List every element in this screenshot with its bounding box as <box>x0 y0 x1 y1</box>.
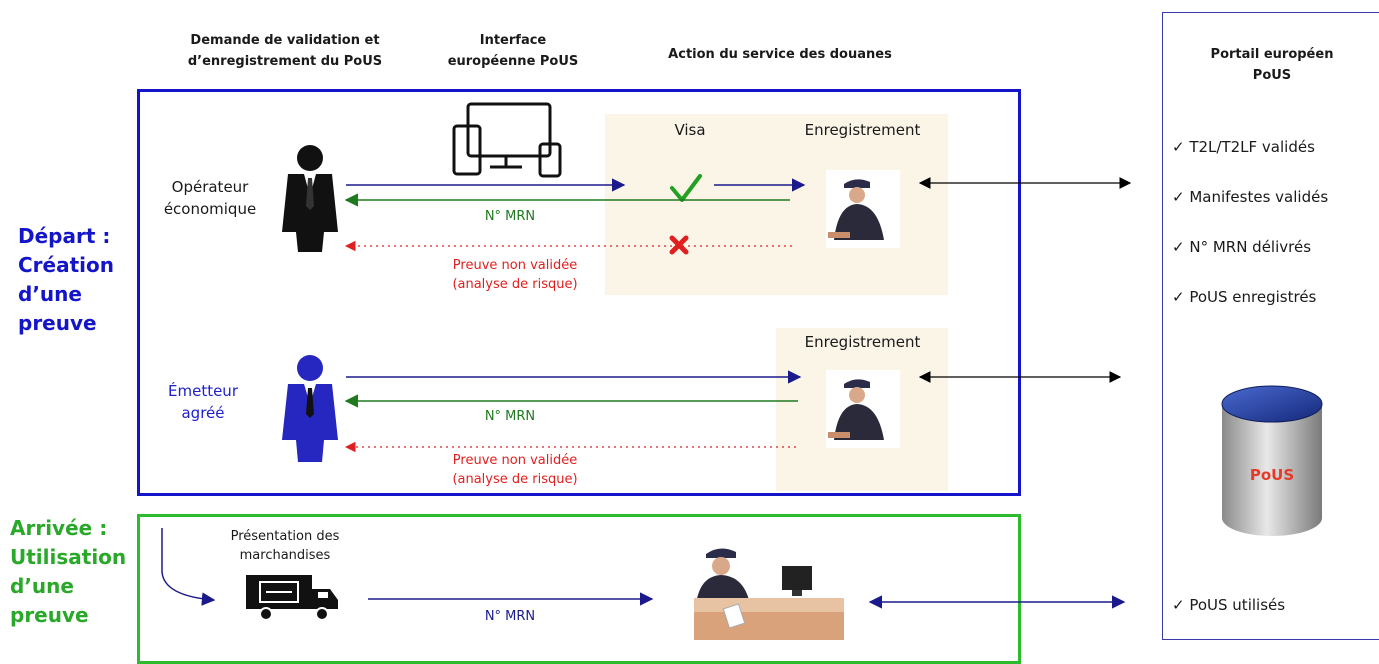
rejet-mid-label: Preuve non validée (analyse de risque) <box>400 451 630 489</box>
mrn-bottom-label: N° MRN <box>484 609 536 624</box>
emetteur-person-icon <box>282 355 338 462</box>
portal-check-t2l: ✓ T2L/T2LF validés <box>1172 138 1315 156</box>
section-arrivee-label: Arrivée : Utilisation d’une preuve <box>10 514 140 630</box>
portal-title-line2: PoUS <box>1252 68 1292 83</box>
arrivee-line2: Utilisation <box>10 545 127 569</box>
rejet-top-label: Preuve non validée (analyse de risque) <box>400 256 630 294</box>
enregistrement-top-label: Enregistrement <box>804 121 921 139</box>
presentation-label: Présentation des marchandises <box>215 527 355 565</box>
rejet-mid-line2: (analyse de risque) <box>452 472 578 487</box>
portal-check-enregistres-label: PoUS enregistrés <box>1189 288 1317 306</box>
database-label: PoUS <box>1249 466 1295 484</box>
portal-check-utilises-label: PoUS utilisés <box>1189 596 1286 614</box>
presentation-line1: Présentation des <box>230 529 340 544</box>
header-demande: Demande de validation et d’enregistremen… <box>150 30 420 72</box>
diagram-graphics <box>161 102 1323 640</box>
arrivee-line4: preuve <box>10 603 89 627</box>
portal-check-mrn: ✓ N° MRN délivrés <box>1172 238 1312 256</box>
header-action-douanes: Action du service des douanes <box>668 47 892 62</box>
depart-frame <box>137 89 1021 496</box>
operateur-line1: Opérateur <box>171 178 249 196</box>
rejet-top-line2: (analyse de risque) <box>452 277 578 292</box>
header-demande-line1: Demande de validation et <box>190 33 380 48</box>
depart-line4: preuve <box>18 311 97 335</box>
rejet-top-line1: Preuve non validée <box>452 258 578 273</box>
portal-check-enregistres: ✓ PoUS enregistrés <box>1172 288 1317 306</box>
operateur-label: Opérateur économique <box>150 176 270 220</box>
header-interface: Interface européenne PoUS <box>428 30 598 72</box>
emetteur-line1: Émetteur <box>168 382 238 400</box>
visa-label: Visa <box>674 121 706 139</box>
portal-title: Portail européen PoUS <box>1162 44 1379 86</box>
devices-icon <box>452 102 562 178</box>
header-interface-line1: Interface <box>479 33 547 48</box>
mrn-mid-label: N° MRN <box>484 409 536 424</box>
arrivee-line1: Arrivée : <box>10 516 108 540</box>
presentation-line2: marchandises <box>239 548 331 563</box>
section-depart-label: Départ : Création d’une preuve <box>18 222 136 338</box>
database-icon <box>1221 385 1323 536</box>
arrivee-line3: d’une <box>10 574 74 598</box>
flow-arrivee-curve-arrow <box>161 528 216 606</box>
operateur-person-icon <box>282 145 338 252</box>
portal-check-manifestes: ✓ Manifestes validés <box>1172 188 1329 206</box>
depart-line1: Départ : <box>18 224 111 248</box>
customs-desk-officer-icon <box>694 548 844 640</box>
portal-title-line1: Portail européen <box>1210 47 1334 62</box>
portal-check-utilises: ✓ PoUS utilisés <box>1172 596 1286 614</box>
visa-check-icon <box>670 174 702 202</box>
portal-check-manifestes-label: Manifestes validés <box>1189 188 1329 206</box>
depart-line3: d’une <box>18 282 82 306</box>
rejet-mid-line1: Preuve non validée <box>452 453 578 468</box>
reject-cross-icon <box>669 235 689 255</box>
header-interface-line2: européenne PoUS <box>447 54 579 69</box>
truck-icon <box>246 575 338 621</box>
customs-officer-icon-middle <box>826 370 900 448</box>
enregistrement-mid-label: Enregistrement <box>804 333 921 351</box>
portal-check-t2l-label: T2L/T2LF validés <box>1189 138 1315 156</box>
depart-line2: Création <box>18 253 114 277</box>
header-demande-line2: d’enregistrement du PoUS <box>187 54 383 69</box>
operateur-line2: économique <box>163 200 257 218</box>
portal-check-mrn-label: N° MRN délivrés <box>1189 238 1312 256</box>
emetteur-line2: agréé <box>181 404 225 422</box>
emetteur-label: Émetteur agréé <box>148 380 258 424</box>
mrn-top-label: N° MRN <box>484 209 536 224</box>
customs-officer-icon-top <box>826 170 900 248</box>
